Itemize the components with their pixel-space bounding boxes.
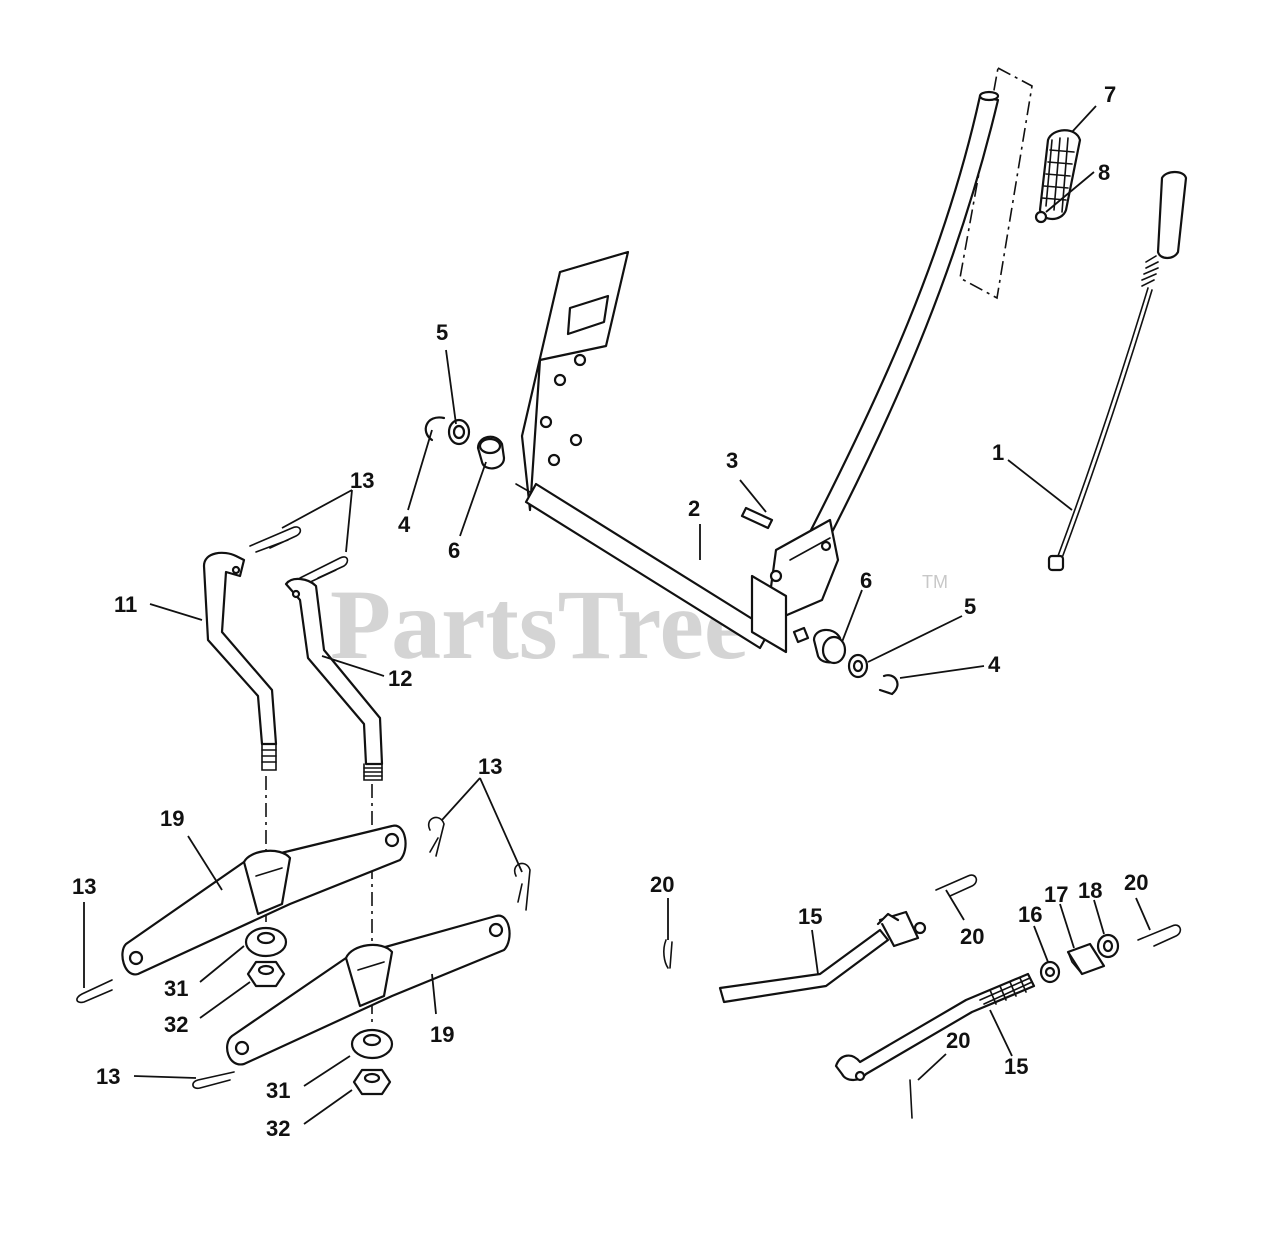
callout-11: 11 [114,592,137,617]
phantom-pedal-outline [959,66,1033,300]
callout-19: 19 [160,806,184,831]
pedal-pad [1038,129,1082,221]
callout-15: 15 [798,904,822,929]
callout-17: 17 [1044,882,1068,907]
hairpin-clip [1137,924,1182,947]
callout-2: 2 [688,496,700,521]
nut-upper [246,960,286,988]
callout-13: 13 [350,468,374,493]
callout-16: 16 [1018,902,1042,927]
adjust-rod-lower [834,972,1036,1119]
callout-8: 8 [1098,160,1110,185]
hairpin-clip [513,862,531,911]
callout-31: 31 [266,1078,290,1103]
lift-link-left [202,551,278,771]
washer [1039,960,1061,984]
hairpin-clip [935,874,978,897]
callout-12: 12 [388,666,412,691]
callout-5: 5 [964,594,976,619]
spacer-upper [244,926,288,958]
pedal-screw [1034,210,1048,224]
lift-link-right [284,577,384,781]
lift-lever [764,90,1000,626]
callout-6: 6 [448,538,460,563]
callout-20: 20 [960,924,984,949]
callout-20: 20 [1124,870,1148,895]
callout-13: 13 [72,874,96,899]
callout-20: 20 [650,872,674,897]
callout-32: 32 [164,1012,188,1037]
watermark-trademark: TM [922,572,948,592]
callout-1: 1 [992,440,1004,465]
shaft-key [740,506,774,530]
callout-13: 13 [96,1064,120,1089]
lift-arm-lower [226,914,511,1066]
callout-3: 3 [726,448,738,473]
lift-arm-upper [121,824,407,976]
callout-7: 7 [1104,82,1116,107]
callout-20: 20 [946,1028,970,1053]
adjust-rod-upper [663,910,927,1004]
right-bushing-set [792,626,899,696]
lift-shaft [515,482,788,654]
callout-4: 4 [988,652,1001,677]
callout-19: 19 [430,1022,454,1047]
callout-31: 31 [164,976,188,1001]
hairpin-clip [249,526,302,553]
callout-32: 32 [266,1116,290,1141]
callout-18: 18 [1078,878,1102,903]
callout-5: 5 [436,320,448,345]
lift-rod [1047,170,1188,572]
swivel-block [1066,942,1106,976]
callout-13: 13 [478,754,502,779]
hairpin-clip [427,816,445,857]
callout-4: 4 [398,512,411,537]
spacer-lower [350,1028,394,1060]
mounting-bracket [520,250,630,512]
callout-15: 15 [1004,1054,1028,1079]
leader-lines [83,105,1151,1125]
nut [1096,933,1120,959]
hairpin-clip [76,979,113,1004]
nut-lower [352,1068,392,1096]
callout-6: 6 [860,568,872,593]
hairpin-clip [192,1071,235,1090]
left-bushing-set [424,416,506,470]
